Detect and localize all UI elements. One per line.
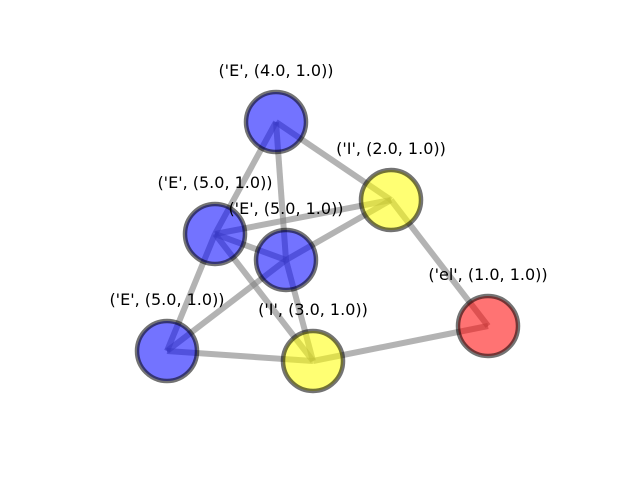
- node-label-n7: ('I', (3.0, 1.0)): [258, 300, 368, 319]
- node-n2: [358, 167, 424, 233]
- node-n7: [280, 328, 346, 394]
- node-n4: [253, 227, 319, 293]
- node-n5: [455, 293, 521, 359]
- labels-layer: ('E', (4.0, 1.0)) ('I', (2.0, 1.0)) ('E', …: [109, 61, 547, 319]
- node-n6: [134, 318, 200, 384]
- node-label-n4: ('E', (5.0, 1.0)): [228, 199, 343, 218]
- node-n1: [243, 89, 309, 155]
- node-label-n2: ('I', (2.0, 1.0)): [336, 139, 446, 158]
- node-label-n1: ('E', (4.0, 1.0)): [218, 61, 333, 80]
- node-n3: [182, 201, 248, 267]
- node-label-n3: ('E', (5.0, 1.0)): [157, 173, 272, 192]
- node-label-n6: ('E', (5.0, 1.0)): [109, 290, 224, 309]
- nodes-layer: [134, 89, 521, 394]
- node-label-n5: ('el', (1.0, 1.0)): [428, 265, 547, 284]
